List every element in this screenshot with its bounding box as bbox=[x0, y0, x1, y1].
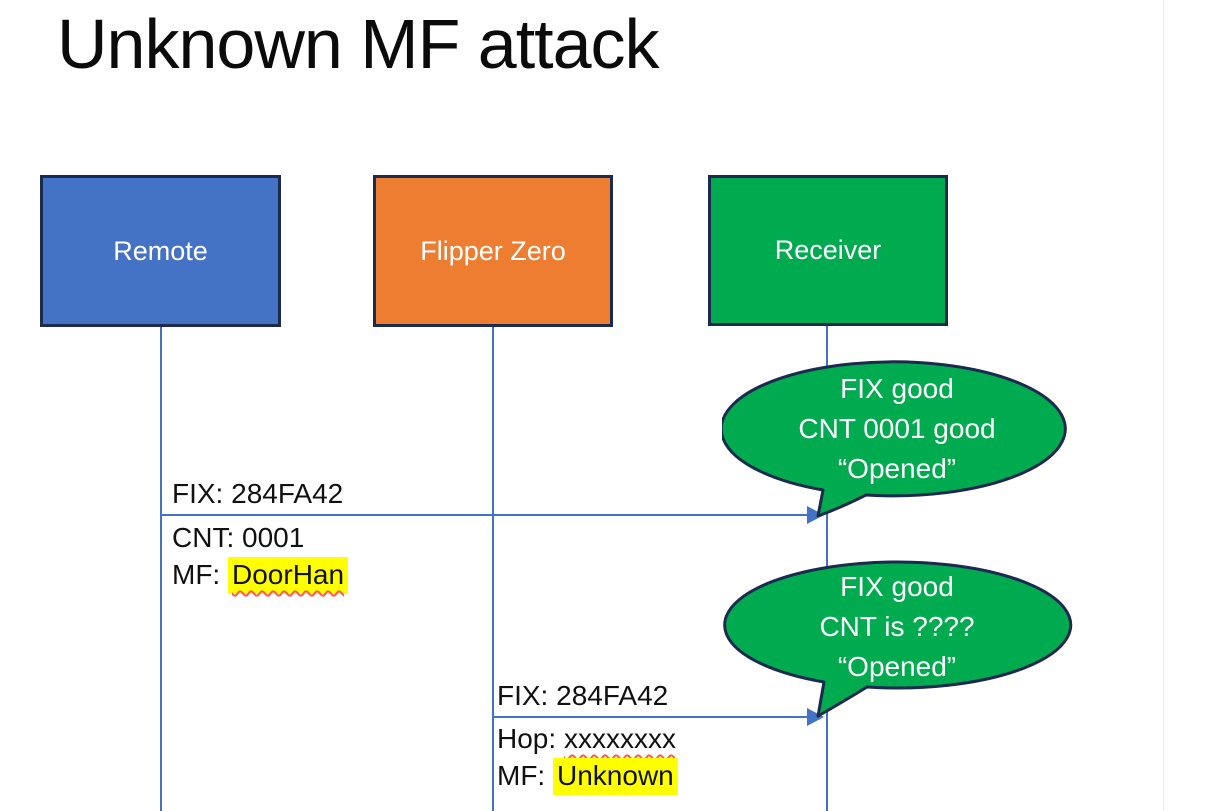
actor-box-receiver: Receiver bbox=[708, 175, 948, 326]
message-2-line-2-prefix: Hop: bbox=[497, 723, 564, 754]
message-2-line-2-squiggle-value: xxxxxxxx bbox=[563, 723, 676, 754]
actor-box-flipper-zero: Flipper Zero bbox=[373, 175, 613, 327]
message-1-line-2-text: CNT: 0001 bbox=[172, 522, 305, 553]
message-1-line-1: FIX: 284FA42 bbox=[172, 477, 343, 511]
actor-box-remote: Remote bbox=[40, 175, 281, 327]
callout-2-text: FIX good CNT is ???? “Opened” bbox=[732, 567, 1062, 687]
message-1-line-3-highlighted-value: DoorHan bbox=[228, 557, 349, 594]
message-1-line-3-prefix: MF: bbox=[172, 559, 228, 590]
callout-1-text: FIX good CNT 0001 good “Opened” bbox=[732, 369, 1062, 489]
message-1-line-2: CNT: 0001 bbox=[172, 521, 304, 555]
message-2-line-1-text: FIX: 284FA42 bbox=[497, 680, 669, 711]
message-2-line-3-highlighted-value: Unknown bbox=[553, 758, 678, 795]
lifeline-remote bbox=[160, 327, 162, 811]
lifeline-flipper-zero bbox=[492, 327, 494, 811]
callout-1-line-1: FIX good bbox=[840, 373, 954, 404]
actor-label-receiver: Receiver bbox=[774, 235, 882, 265]
message-1-line-1-text: FIX: 284FA42 bbox=[172, 478, 344, 509]
message-1-arrow-line bbox=[161, 514, 808, 516]
message-2-line-3: MF: Unknown bbox=[497, 758, 678, 795]
callout-2-line-2: CNT is ???? bbox=[819, 611, 975, 642]
slide-right-edge bbox=[1163, 0, 1164, 811]
callout-2-line-1: FIX good bbox=[840, 571, 954, 602]
message-2-line-3-prefix: MF: bbox=[497, 760, 553, 791]
page-title: Unknown MF attack bbox=[57, 5, 660, 83]
message-1-line-3: MF: DoorHan bbox=[172, 557, 349, 594]
message-2-line-2: Hop: xxxxxxxx bbox=[497, 722, 676, 756]
callout-1-bubble-shape bbox=[722, 360, 1067, 518]
callout-1-line-3: “Opened” bbox=[837, 453, 957, 484]
callout-2-line-3: “Opened” bbox=[837, 651, 957, 682]
message-2-line-1: FIX: 284FA42 bbox=[497, 679, 668, 713]
callout-1-line-2: CNT 0001 good bbox=[798, 413, 996, 444]
message-2-arrow-line bbox=[493, 716, 808, 718]
actor-label-remote: Remote bbox=[113, 235, 208, 266]
callout-2-bubble-shape bbox=[723, 560, 1073, 718]
actor-label-flipper-zero: Flipper Zero bbox=[420, 235, 566, 266]
